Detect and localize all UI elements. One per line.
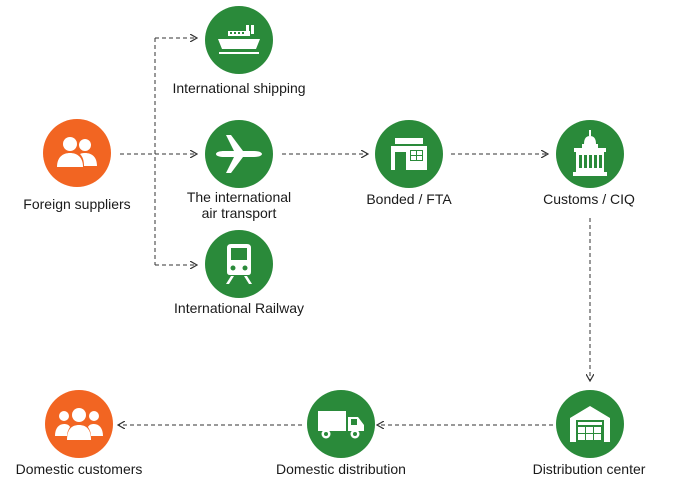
bonded-fta-node (375, 120, 443, 188)
international-shipping-node (205, 6, 273, 74)
domestic-customers-label: Domestic customers (15, 461, 143, 477)
train-icon (226, 244, 252, 284)
domestic-distribution-node (307, 390, 375, 458)
airplane-icon (216, 135, 262, 173)
people-icon (57, 137, 97, 167)
customs-ciq-node (556, 120, 624, 188)
domestic-distribution-label: Domestic distribution (276, 461, 406, 477)
international-air-label: The international air transport (164, 189, 314, 221)
international-railway-node (205, 230, 273, 298)
international-railway-label: International Railway (174, 300, 304, 316)
international-air-label-line1: The international (186, 189, 292, 205)
customs-building-icon (573, 130, 607, 176)
foreign-suppliers-label: Foreign suppliers (23, 196, 131, 212)
warehouse-icon (391, 138, 427, 170)
international-shipping-label: International shipping (172, 80, 306, 96)
ship-icon (218, 25, 260, 54)
bonded-fta-label: Bonded / FTA (366, 191, 452, 207)
group-icon (55, 408, 103, 440)
truck-icon (318, 411, 364, 439)
distribution-center-node (556, 390, 624, 458)
international-air-label-line2: air transport (201, 205, 277, 221)
distribution-center-icon (570, 406, 610, 442)
foreign-suppliers-node (43, 119, 111, 187)
international-air-node (205, 120, 273, 188)
domestic-customers-node (45, 390, 113, 458)
customs-ciq-label: Customs / CIQ (543, 191, 635, 207)
distribution-center-label: Distribution center (532, 461, 646, 477)
